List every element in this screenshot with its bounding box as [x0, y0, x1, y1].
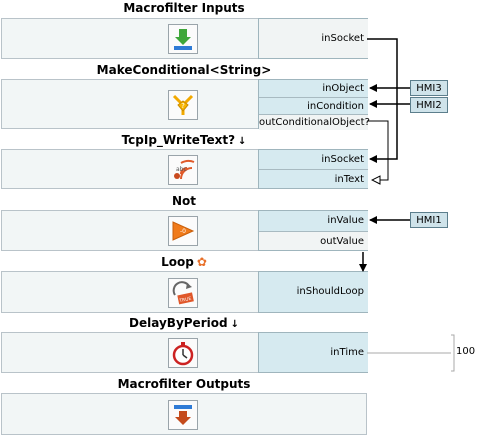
block-title-tcpip-writetext: TcpIp_WriteText?↓: [0, 132, 368, 149]
port-outvalue[interactable]: outValue: [259, 231, 368, 250]
not-ports: inValue outValue: [258, 210, 368, 251]
svg-text:-0: -0: [180, 228, 186, 235]
down-arrow-icon: ↓: [238, 136, 247, 147]
conditional-icon[interactable]: ?: [168, 90, 198, 120]
port-insocket-output[interactable]: inSocket: [259, 19, 368, 58]
port-invalue[interactable]: inValue: [259, 211, 368, 231]
block-title-not: Not: [0, 193, 368, 210]
download-arrow-icon[interactable]: [168, 24, 198, 54]
wire-conditional-to-intext: [367, 120, 389, 180]
down-arrow-icon: ↓: [230, 319, 239, 330]
macrofilter-inputs-title: Macrofilter Inputs: [123, 1, 245, 15]
output-arrow-icon[interactable]: [168, 400, 198, 430]
port-intime[interactable]: inTime: [259, 333, 368, 372]
stopwatch-icon[interactable]: [168, 338, 198, 368]
port-intext[interactable]: inText: [259, 169, 368, 188]
block-title-macrofilter-inputs: Macrofilter Inputs: [0, 0, 368, 17]
svg-text:?: ?: [181, 102, 185, 110]
make-conditional-ports: inObject inCondition outConditionalObjec…: [258, 79, 370, 130]
block-macrofilter-outputs[interactable]: [1, 393, 367, 435]
tcpip-writetext-title: TcpIp_WriteText?: [121, 133, 236, 147]
loop-ports: inShouldLoop: [258, 271, 368, 313]
macrofilter-inputs-ports: inSocket: [258, 18, 368, 59]
tcpip-writetext-ports: inSocket inText: [258, 149, 368, 189]
block-not[interactable]: -0 inValue outValue: [1, 210, 368, 251]
port-incondition[interactable]: inCondition: [259, 97, 368, 114]
not-icon[interactable]: -0: [168, 216, 198, 246]
hmi1-connector[interactable]: HMI1: [410, 212, 448, 228]
svg-text:abc: abc: [176, 166, 187, 173]
block-title-make-conditional: MakeConditional<String>: [0, 62, 368, 79]
port-insocket-input[interactable]: inSocket: [259, 150, 368, 169]
macrofilter-outputs-title: Macrofilter Outputs: [117, 377, 251, 391]
hmi3-connector[interactable]: HMI3: [410, 80, 448, 96]
svg-text:TRUE: TRUE: [178, 296, 192, 305]
loop-true-icon[interactable]: TRUE: [168, 278, 198, 308]
constant-bracket: [451, 334, 455, 372]
block-macrofilter-inputs[interactable]: inSocket: [1, 18, 368, 59]
tcp-write-icon[interactable]: abc: [168, 155, 198, 185]
block-loop[interactable]: TRUE inShouldLoop: [1, 271, 368, 313]
delaybyperiod-title: DelayByPeriod: [129, 316, 228, 330]
loop-title: Loop: [161, 255, 194, 269]
hmi2-connector[interactable]: HMI2: [410, 97, 448, 113]
port-outconditionalobject[interactable]: outConditionalObject?: [259, 114, 370, 130]
block-tcpip-writetext[interactable]: abc inSocket inText: [1, 149, 368, 189]
not-title: Not: [171, 194, 197, 208]
block-title-loop: Loop✿: [0, 254, 368, 271]
port-inshouldloop[interactable]: inShouldLoop: [259, 272, 368, 312]
delaybyperiod-ports: inTime: [258, 332, 368, 373]
block-delaybyperiod[interactable]: inTime: [1, 332, 368, 373]
port-inobject[interactable]: inObject: [259, 80, 368, 97]
make-conditional-title: MakeConditional<String>: [96, 63, 272, 77]
block-title-macrofilter-outputs: Macrofilter Outputs: [0, 376, 368, 393]
intime-constant-value[interactable]: 100: [456, 346, 476, 357]
wire-insocket: [367, 38, 398, 163]
gear-icon: ✿: [196, 255, 207, 269]
block-title-delaybyperiod: DelayByPeriod↓: [0, 315, 368, 332]
block-make-conditional[interactable]: ? inObject inCondition outConditionalObj…: [1, 79, 370, 130]
